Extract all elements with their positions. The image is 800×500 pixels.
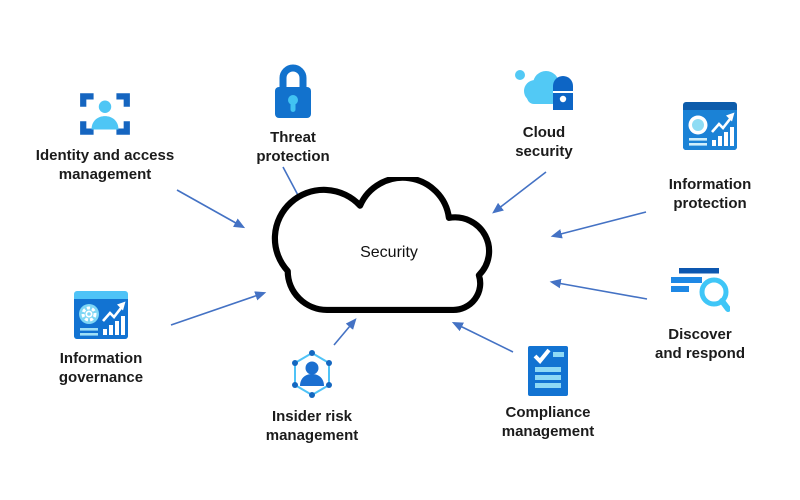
checklist-document-icon bbox=[526, 344, 570, 398]
arrow-governance-to-cloud bbox=[170, 291, 267, 326]
search-list-icon bbox=[670, 265, 731, 313]
cloud-lock-icon bbox=[513, 64, 575, 114]
node-label: Insider risk management bbox=[265, 408, 359, 445]
lock-icon bbox=[270, 62, 316, 122]
cloud-outline-icon bbox=[271, 174, 493, 313]
center-label: Security bbox=[360, 244, 418, 261]
node-label: Information governance bbox=[58, 350, 144, 387]
identity-scan-icon bbox=[77, 90, 133, 138]
arrow-identity-to-cloud bbox=[176, 189, 246, 229]
node-label: Discover and respond bbox=[654, 326, 745, 363]
node-label: Information protection bbox=[668, 176, 752, 213]
arrow-insiderrisk-to-cloud bbox=[333, 318, 357, 346]
node-information-governance: Information governance bbox=[21, 288, 181, 387]
arrow-infoprotection-to-cloud bbox=[550, 211, 647, 239]
node-identity-and-access-management: Identity and access management bbox=[25, 90, 185, 184]
dashboard-gear-icon bbox=[73, 288, 129, 342]
node-label: Compliance management bbox=[501, 404, 595, 441]
node-label: Identity and access management bbox=[35, 147, 175, 184]
node-insider-risk-management: Insider risk management bbox=[232, 347, 392, 445]
node-threat-protection: Threat protection bbox=[213, 62, 373, 166]
node-label: Cloud security bbox=[515, 124, 573, 161]
person-hexagon-icon bbox=[284, 347, 340, 403]
node-cloud-security: Cloud security bbox=[464, 64, 624, 161]
node-information-protection: Information protection bbox=[630, 99, 790, 213]
node-label: Threat protection bbox=[256, 129, 330, 166]
security-cloud bbox=[265, 174, 513, 315]
node-compliance-management: Compliance management bbox=[468, 344, 628, 441]
node-discover-and-respond: Discover and respond bbox=[620, 265, 780, 363]
dashboard-chart-icon bbox=[682, 99, 738, 153]
